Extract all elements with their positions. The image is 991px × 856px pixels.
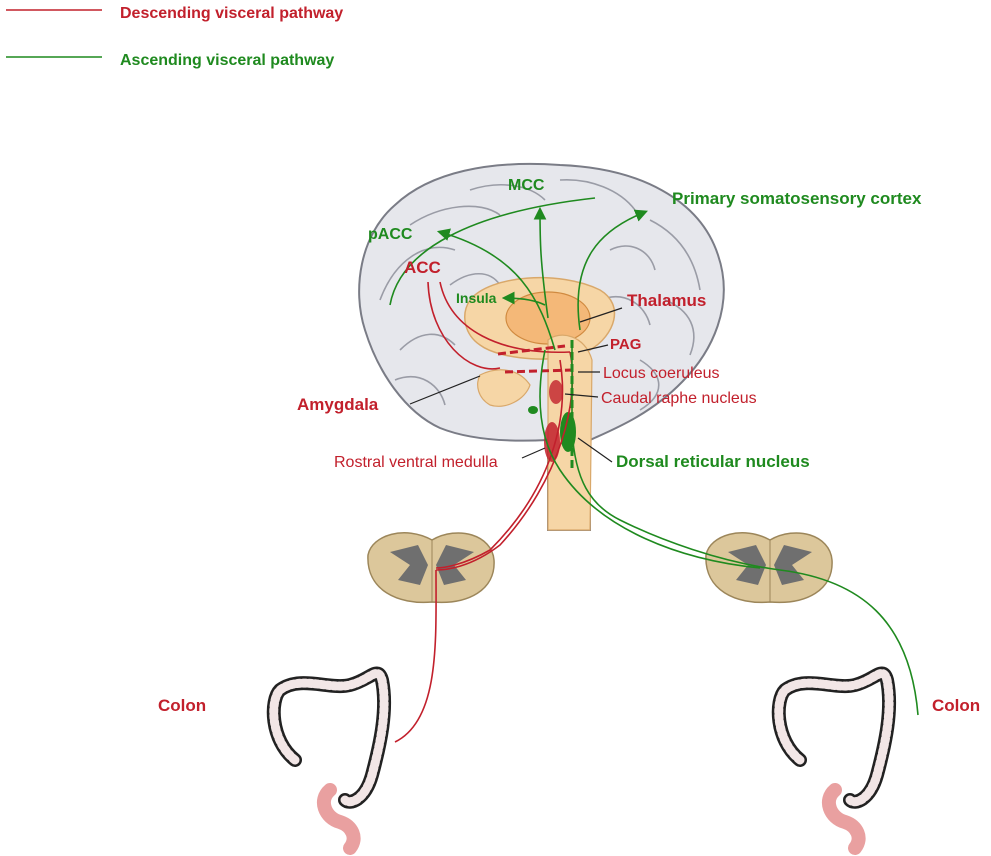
small-green-nucleus bbox=[528, 406, 538, 414]
label-insula: Insula bbox=[456, 290, 497, 306]
colon-right-illustration bbox=[771, 666, 897, 855]
brain-illustration bbox=[358, 162, 725, 531]
label-colon-right: Colon bbox=[932, 696, 980, 715]
label-acc: ACC bbox=[404, 258, 441, 277]
label-rostral-ventral-medulla: Rostral ventral medulla bbox=[334, 454, 498, 471]
spinal-cord-left bbox=[367, 532, 495, 604]
label-colon-left: Colon bbox=[158, 696, 206, 715]
caudal-raphe-nucleus-shape bbox=[549, 380, 563, 404]
ascending-pathways bbox=[389, 197, 919, 716]
label-primary-somatosensory-cortex: Primary somatosensory cortex bbox=[672, 189, 922, 208]
label-thalamus: Thalamus bbox=[627, 291, 706, 310]
legend-descending-label: Descending visceral pathway bbox=[120, 5, 343, 22]
colon-left-illustration bbox=[266, 666, 392, 855]
label-pacc: pACC bbox=[368, 226, 413, 243]
leader-lines bbox=[409, 307, 623, 463]
label-mcc: MCC bbox=[508, 177, 545, 194]
label-pag: PAG bbox=[610, 336, 641, 353]
label-amygdala: Amygdala bbox=[297, 395, 379, 414]
rostral-ventral-medulla-shape bbox=[544, 422, 560, 462]
label-dorsal-reticular-nucleus: Dorsal reticular nucleus bbox=[616, 452, 810, 471]
label-locus-coeruleus: Locus coeruleus bbox=[603, 365, 720, 382]
label-caudal-raphe-nucleus: Caudal raphe nucleus bbox=[601, 390, 757, 407]
legend-ascending-label: Ascending visceral pathway bbox=[120, 52, 334, 69]
